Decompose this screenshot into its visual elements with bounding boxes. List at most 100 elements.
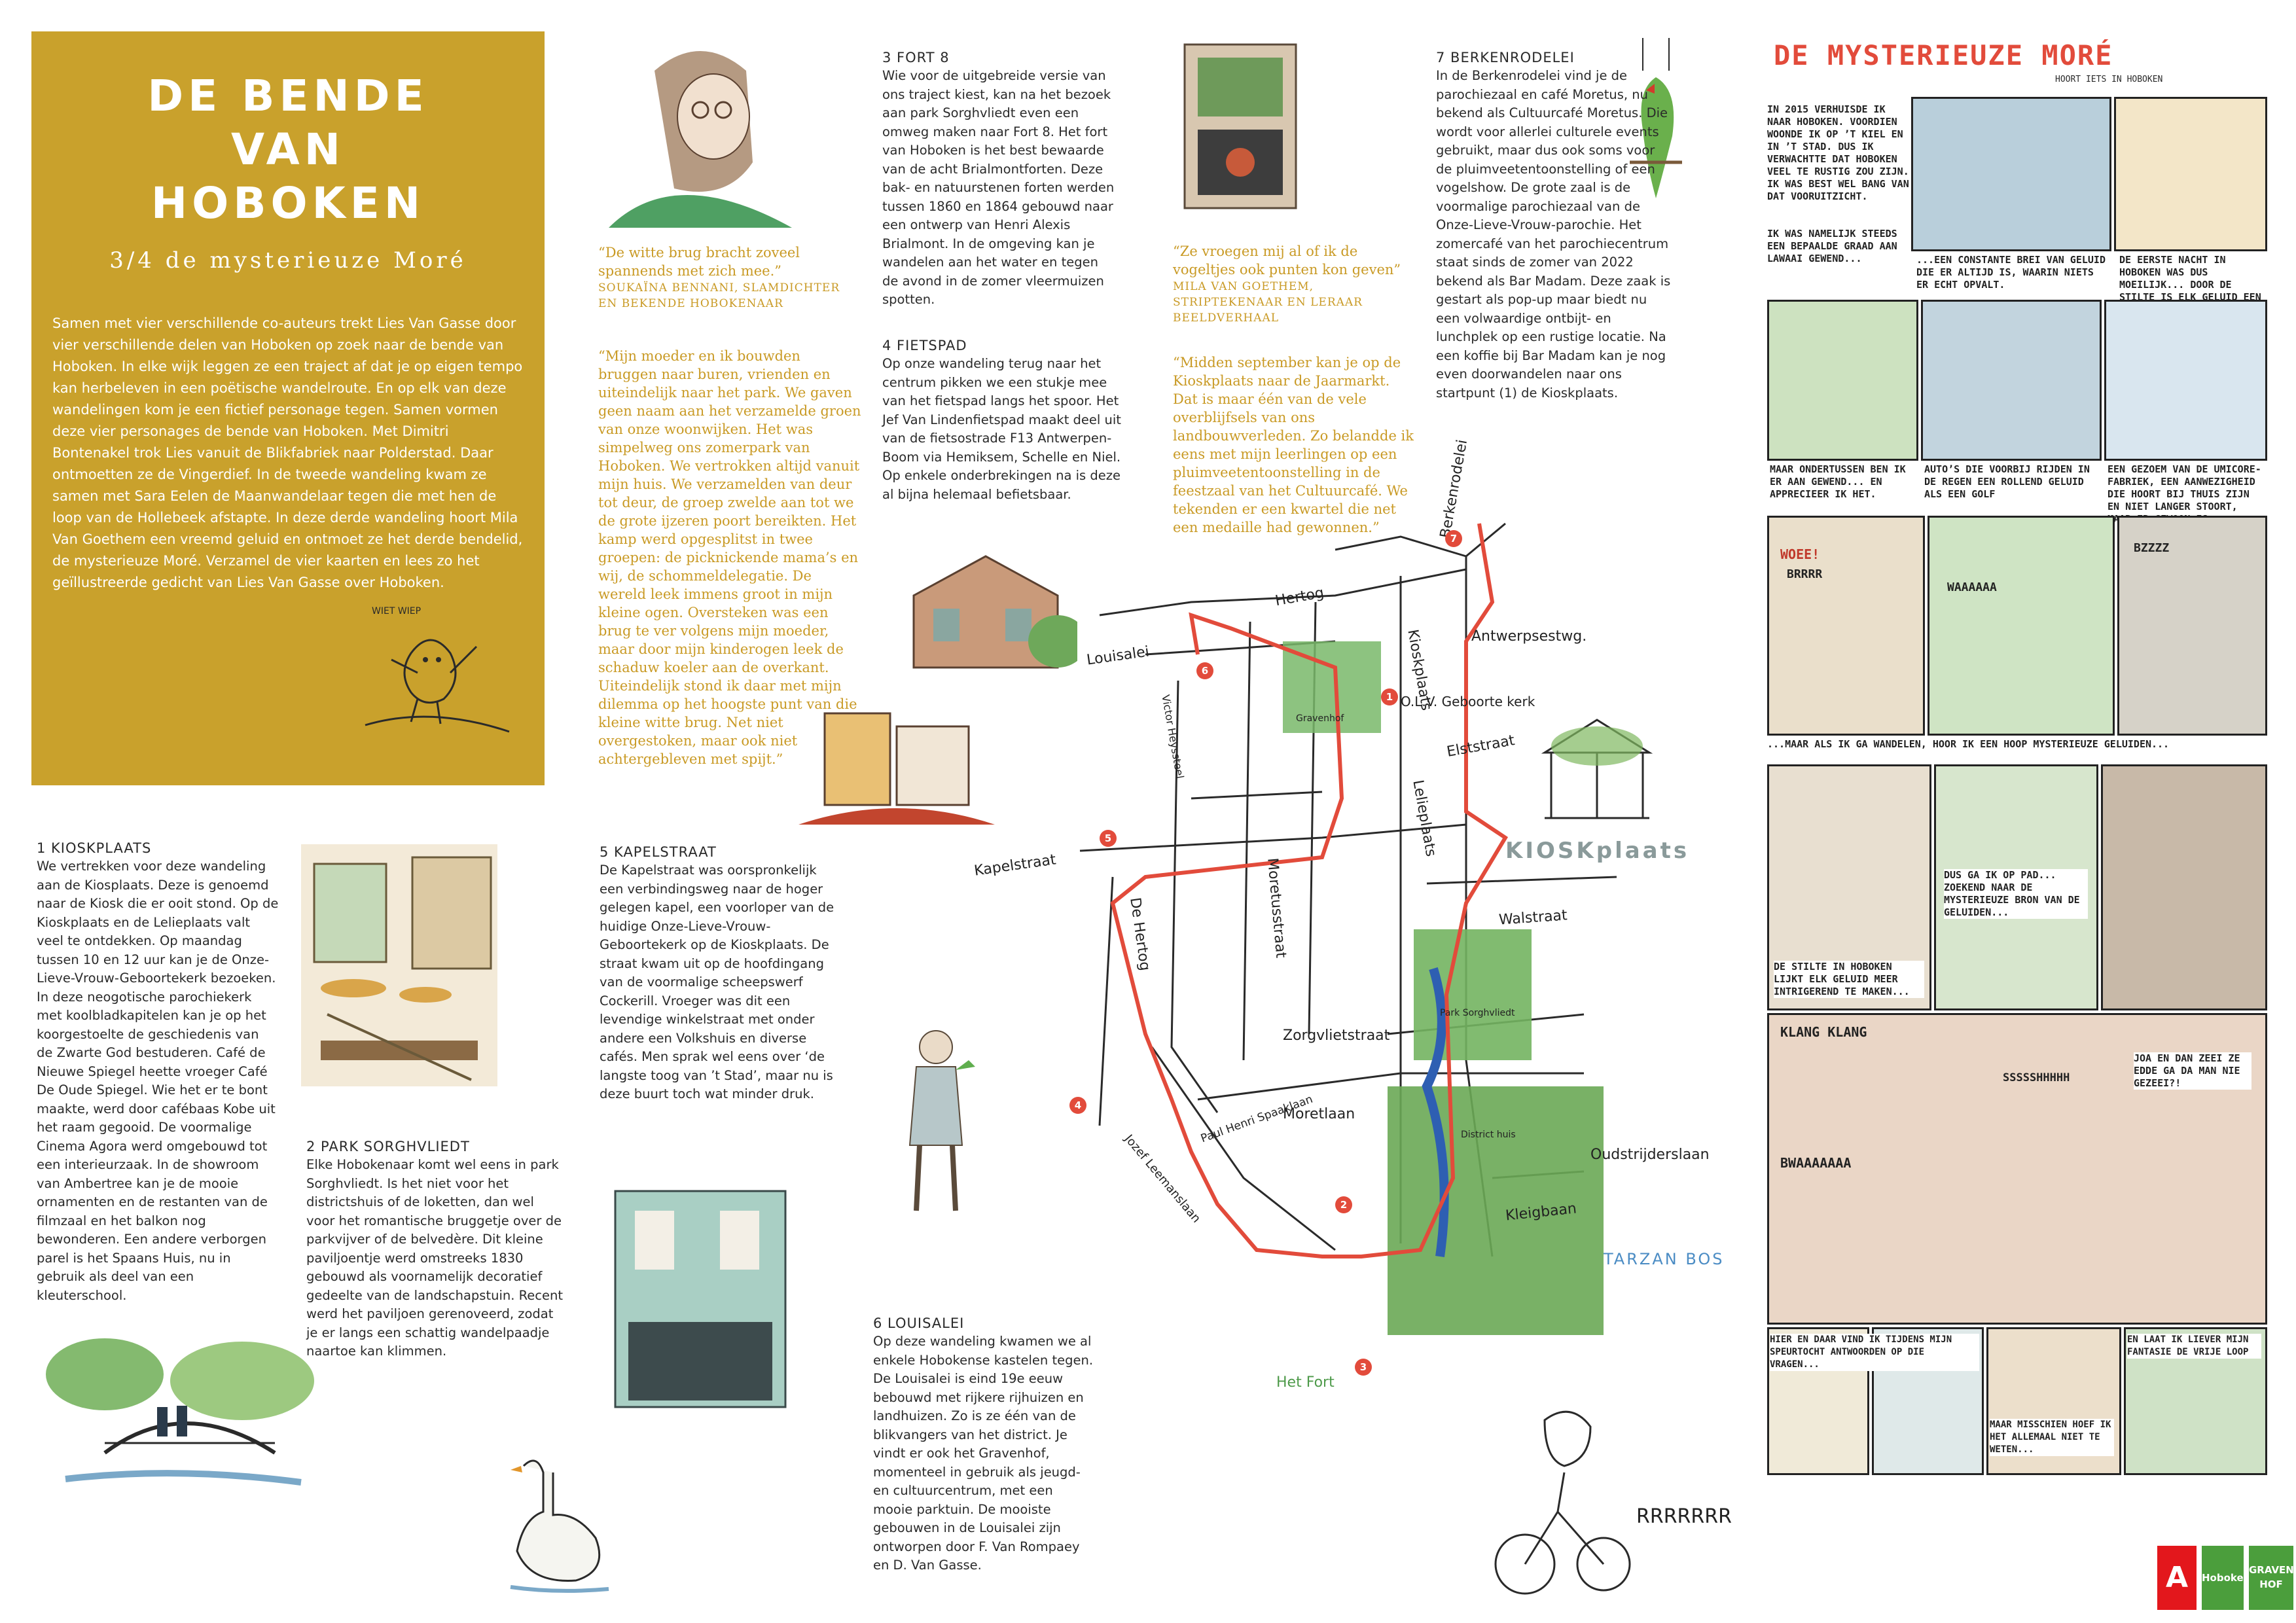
map-pin-5[interactable]: 5 — [1100, 830, 1117, 847]
comic-caption: IK WAS NAMELIJK STEEDS EEN BEPAALDE GRAA… — [1767, 228, 1897, 264]
map-pin-1[interactable]: 1 — [1381, 688, 1398, 705]
section-body: In de Berkenrodelei vind je de parochiez… — [1436, 68, 1671, 401]
section-body: Wie voor de uitgebreide versie van ons t… — [882, 68, 1115, 307]
boy-with-bird-icon — [908, 1030, 975, 1211]
section-kioskplaats: 1 KIOSKPLAATS We vertrekken voor deze wa… — [37, 840, 279, 1305]
comic-panel — [2114, 97, 2267, 251]
comic-caption: ...MAAR ALS IK GA WANDELEN, HOOR IK EEN … — [1767, 738, 2170, 750]
antwerpen-a-logo: A — [2157, 1546, 2197, 1610]
map-label-district-huis: District huis — [1461, 1130, 1516, 1140]
section-body: We vertrekken voor deze wandeling aan de… — [37, 859, 279, 1303]
quote-jaarmarkt: “Midden september kan je op de Kioskplaa… — [1173, 353, 1415, 537]
comic-caption: MAAR ONDERTUSSEN BEN IK ER AAN GEWEND...… — [1770, 463, 1906, 500]
quote-text: “Ze vroegen mij al of ik de vogeltjes oo… — [1173, 243, 1401, 277]
map-label-moretlaan: Moretlaan — [1283, 1106, 1355, 1122]
section-body: De Kapelstraat was oorspronkelijk een ve… — [600, 863, 834, 1101]
comic-caption: IN 2015 VERHUISDE IK NAAR HOBOKEN. VOORD… — [1767, 103, 1909, 202]
quote-text: “Mijn moeder en ik bouwden bruggen naar … — [598, 348, 861, 767]
motorbike-sound: RRRRRRR — [1636, 1505, 1732, 1528]
villa-illustration-icon — [912, 555, 1077, 669]
map-label-olv-kerk: O.L.V. Geboorte kerk — [1401, 694, 1535, 709]
comic-caption: EEN GEZOEM VAN DE UMICORE-FABRIEK, EEN A… — [2108, 463, 2261, 525]
walking-route-line — [1110, 523, 1509, 1258]
section-fietspad: 4 FIETSPAD Op onze wandeling terug naar … — [882, 338, 1128, 504]
comic-caption: ...EEN CONSTANTE BREI VAN GELUID DIE ER … — [1916, 254, 2106, 291]
comic-sfx: BWAAAAAAA — [1780, 1155, 1852, 1171]
quote-mila: “Ze vroegen mij al of ik de vogeltjes oo… — [1173, 242, 1414, 326]
section-title: 2 PARK SORGHVLIEDT — [306, 1139, 470, 1154]
window-plants-icon — [1183, 43, 1297, 209]
title-block: DE BENDE VAN HOBOKEN 3/4 de mysterieuze … — [31, 31, 545, 785]
quote-credit: MILA VAN GOETHEM, STRIPTEKENAAR EN LERAA… — [1173, 280, 1363, 325]
comic-panel — [2104, 300, 2267, 461]
quote-soukaina: “De witte brug bracht zoveel spannends m… — [598, 243, 861, 312]
map-label-park-sorghvliedt: Park Sorghvliedt — [1440, 1008, 1515, 1018]
storefront-illustration-icon — [614, 1190, 787, 1408]
section-title: 1 KIOSKPLAATS — [37, 840, 152, 856]
comic-sfx: BRRRR — [1787, 567, 1823, 581]
park-sorghvliedt-area — [1414, 929, 1532, 1060]
section-title: 5 KAPELSTRAAT — [600, 844, 717, 860]
comic-sfx: BZZZZ — [2134, 541, 2170, 555]
comic-panel — [1928, 516, 2115, 736]
map-label-het-fort: Het Fort — [1276, 1374, 1335, 1391]
park-south-area — [1388, 1086, 1604, 1335]
comic-strip: DE MYSTERIEUZE MORÉ HOORT IETS IN HOBOKE… — [1767, 31, 2267, 1475]
map-pin-2[interactable]: 2 — [1335, 1196, 1352, 1213]
parrot-icon — [1630, 38, 1682, 198]
gravenhof-logo: GRAVEN HOF — [2249, 1546, 2294, 1610]
comic-sfx: WAAAAAA — [1947, 580, 1997, 594]
section-body: Elke Hobokenaar komt wel eens in park So… — [306, 1157, 564, 1359]
map-pin-4[interactable]: 4 — [1069, 1097, 1086, 1114]
comic-caption: MAAR MISSCHIEN HOEF IK HET ALLEMAAL NIET… — [1990, 1419, 2114, 1456]
comic-caption: DUS GA IK OP PAD... ZOEKEND NAAR DE MYST… — [1944, 869, 2088, 919]
portrait-soukaina-icon — [609, 51, 792, 228]
comic-panel — [1767, 300, 1918, 461]
cafe-interior-illustration — [301, 844, 497, 1086]
map-pin-6[interactable]: 6 — [1196, 662, 1213, 679]
section-berkenrodelei: 7 BERKENRODELEI In de Berkenrodelei vind… — [1436, 50, 1674, 402]
comic-panel — [1911, 97, 2111, 251]
comic-panel — [2101, 764, 2267, 1010]
section-body: Op onze wandeling terug naar het centrum… — [882, 356, 1121, 502]
intro-paragraph: Samen met vier verschillende co-auteurs … — [52, 315, 523, 590]
comic-panel — [1767, 516, 1925, 736]
section-kapelstraat: 5 KAPELSTRAAT De Kapelstraat was oorspro… — [600, 844, 836, 1104]
map-label-oudstrijderslaan: Oudstrijderslaan — [1590, 1147, 1710, 1163]
intro-text: Samen met vier verschillende co-auteurs … — [52, 313, 524, 594]
bridge-illustration-icon — [46, 1338, 314, 1486]
comic-panel — [2117, 516, 2267, 736]
cafe-interior-icon — [301, 844, 497, 1086]
comic-sfx: SSSSSHHHHH — [2003, 1071, 2070, 1084]
kiosk-drawing-icon — [1541, 719, 1653, 819]
goose-illustration-icon — [510, 1459, 609, 1593]
bird-sound-label: WIET WIEP — [372, 606, 422, 616]
quote-text: “Midden september kan je op de Kioskplaa… — [1173, 355, 1414, 535]
section-body: Op deze wandeling kwamen we al enkele Ho… — [873, 1334, 1094, 1573]
comic-panel — [1921, 300, 2102, 461]
section-title: 7 BERKENRODELEI — [1436, 50, 1575, 65]
section-title: 4 FIETSPAD — [882, 338, 967, 353]
section-title: 3 FORT 8 — [882, 50, 950, 65]
map-label-kioskplaats-logo: KIOSKplaats — [1505, 838, 1690, 864]
comic-caption: AUTO’S DIE VOORBIJ RIJDEN IN DE REGEN EE… — [1924, 463, 2090, 500]
page-title: DE BENDE VAN HOBOKEN — [147, 71, 429, 228]
canal-houses-icon — [798, 712, 995, 825]
comic-caption: HIER EN DAAR VIND IK TIJDENS MIJN SPEURT… — [1770, 1334, 1979, 1371]
map-pin-7[interactable]: 7 — [1445, 530, 1462, 547]
section-fort-8: 3 FORT 8 Wie voor de uitgebreide versie … — [882, 50, 1115, 310]
map-pin-3[interactable]: 3 — [1355, 1359, 1372, 1376]
comic-title: DE MYSTERIEUZE MORÉ — [1774, 39, 2113, 71]
moped-rider-icon — [1494, 1410, 1631, 1595]
comic-speech: JOA EN DAN ZEEI ZE EDDE GA DA MAN NIE GE… — [2134, 1052, 2251, 1090]
map-label-gravenhof: Gravenhof — [1296, 713, 1344, 724]
map-label-zorgvlietstraat: Zorgvlietstraat — [1283, 1027, 1390, 1044]
bird-drawing-icon — [365, 639, 510, 733]
map-label-tarzan-bos: TARZAN BOS — [1604, 1250, 1725, 1268]
hoboken-logo: Hoboken — [2202, 1546, 2250, 1610]
section-louisalei: 6 LOUISALEI Op deze wandeling kwamen we … — [873, 1315, 1094, 1575]
section-park-sorghvliedt: 2 PARK SORGHVLIEDT Elke Hobokenaar komt … — [306, 1139, 565, 1361]
quote-credit: SOUKAÏNA BENNANI, SLAMDICHTER EN BEKENDE… — [598, 281, 840, 310]
comic-caption: EN LAAT IK LIEVER MIJN FANTASIE DE VRIJE… — [2127, 1334, 2261, 1359]
comic-sfx: WOEE! — [1780, 546, 1820, 562]
